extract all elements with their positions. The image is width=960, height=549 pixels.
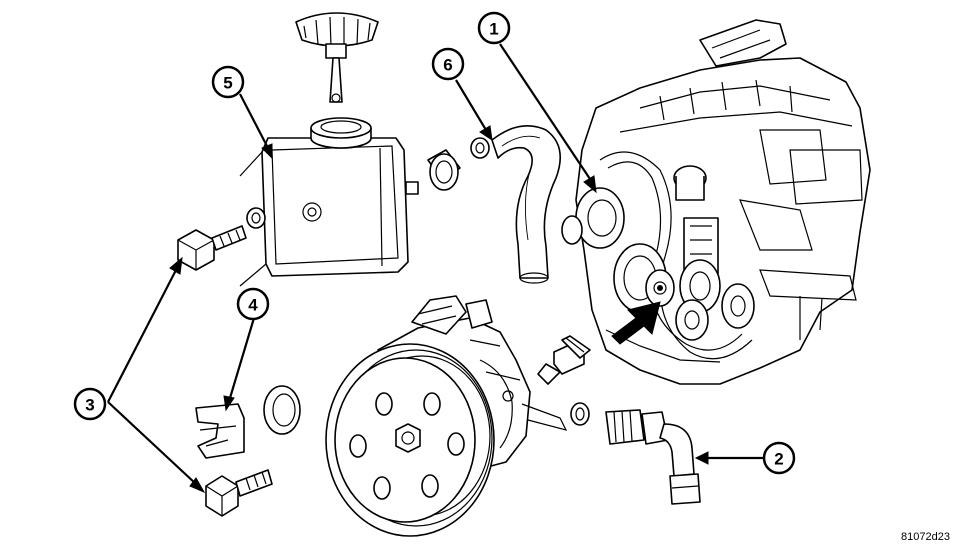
upper-mounting-bolt	[177, 207, 266, 271]
return-hose	[491, 124, 562, 284]
callout-6-label: 6	[443, 56, 452, 75]
callout-5: 5	[211, 65, 245, 99]
figure-code: 81072d23	[901, 531, 950, 543]
callout-2-label: 2	[774, 450, 783, 469]
callout-4: 4	[236, 287, 270, 321]
retaining-clip	[195, 385, 301, 459]
callout-2: 2	[762, 441, 796, 475]
callout-6: 6	[431, 47, 465, 81]
callout-3: 3	[73, 387, 107, 421]
callout-5-label: 5	[223, 74, 232, 93]
reservoir-cap	[295, 12, 379, 103]
fluid-reservoir	[239, 117, 419, 287]
callout-3-label: 3	[85, 396, 94, 415]
leader-lines	[107, 43, 764, 494]
pressure-line-fitting	[570, 402, 701, 505]
callout-4-label: 4	[248, 296, 258, 315]
pump-pulley	[325, 343, 495, 537]
callout-1: 1	[477, 11, 511, 45]
engine-assembly	[561, 19, 871, 385]
pump-bolt	[537, 335, 591, 385]
pointer-arrow	[611, 301, 661, 345]
reservoir-fitting	[427, 137, 490, 191]
callout-1-label: 1	[489, 20, 498, 39]
lower-mounting-bolt	[205, 469, 273, 517]
